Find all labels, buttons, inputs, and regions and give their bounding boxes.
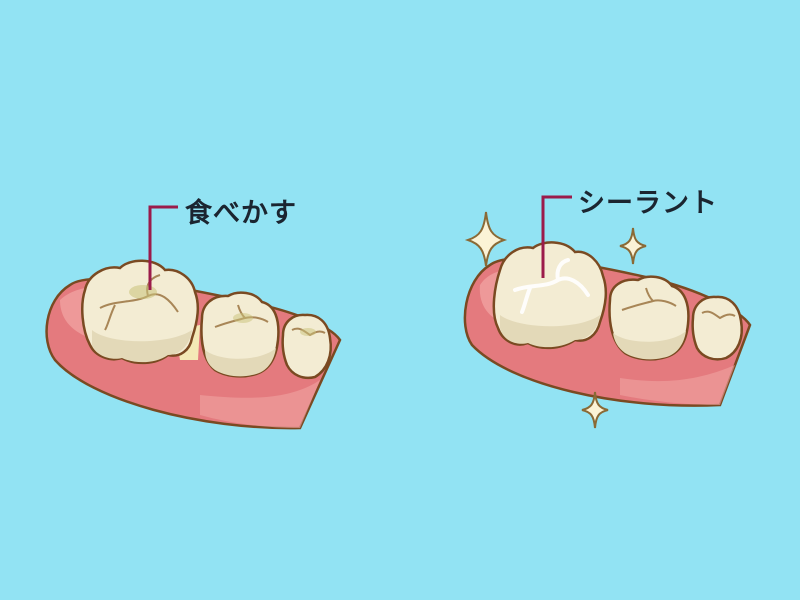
- food-debris: [129, 285, 157, 299]
- teeth-illustration-with-sealant: [463, 195, 752, 429]
- teeth-illustration-with-debris: [45, 205, 342, 430]
- leader-line: [148, 205, 178, 290]
- label-sealant: シーラント: [578, 188, 718, 219]
- molar-large-sealed: [492, 241, 608, 350]
- premolar-small: [691, 295, 743, 361]
- premolar-small: [281, 313, 332, 380]
- sparkle-icon: [464, 211, 508, 267]
- sparkle-icon: [619, 227, 647, 265]
- panel-after-sealant: シーラント: [400, 0, 800, 600]
- leader-line: [541, 195, 572, 278]
- premolar-middle: [200, 291, 280, 378]
- premolar-middle: [608, 275, 690, 361]
- panel-before-food-debris: 食べかす: [45, 198, 342, 430]
- label-food-debris: 食べかす: [185, 198, 297, 229]
- sealant-coating: [513, 258, 590, 314]
- sparkle-icon: [581, 391, 609, 429]
- molar-large: [81, 259, 200, 365]
